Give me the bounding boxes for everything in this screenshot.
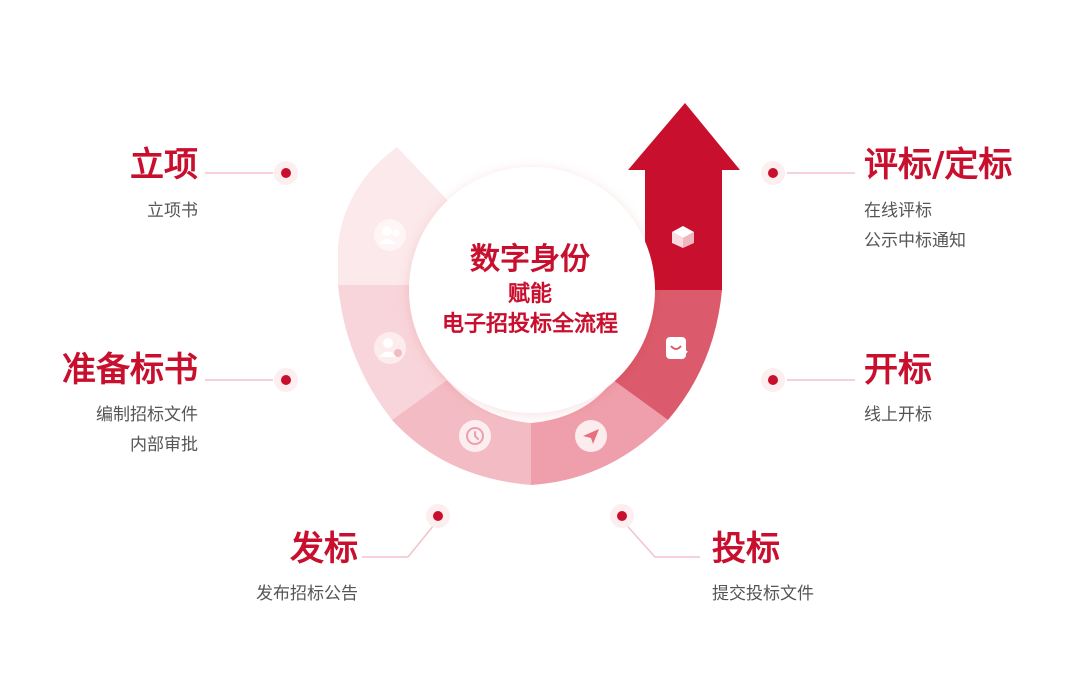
center-line-2: 赋能 [507,282,552,307]
marker-dot-kaibiao [761,368,785,392]
step-title-lixiang: 立项 [130,145,198,185]
center-line-1: 数字身份 [470,242,590,277]
step-title-pingbiao: 评标/定标 [864,145,1013,185]
step-title-toubiao: 投标 [712,529,780,569]
step-desc-lixiang-1: 立项书 [147,201,198,221]
check-bag-icon [666,337,688,360]
step-title-zhunbei: 准备标书 [62,350,198,390]
clock-icon [459,420,491,452]
segment-lixiang [338,147,452,285]
connector-fabiao [362,519,439,558]
marker-dot-toubiao [610,504,634,528]
step-desc-kaibiao-1: 线上开标 [864,405,932,425]
open-box-icon [672,226,694,248]
marker-dot-fabiao [426,504,450,528]
connector-toubiao [621,519,700,558]
step-title-kaibiao: 开标 [864,350,932,390]
step-title-fabiao: 发标 [290,529,358,569]
marker-dot-pingbiao [761,161,785,185]
center-caption: 数字身份 赋能 电子招投标全流程 [420,240,640,340]
step-desc-toubiao-1: 提交投标文件 [712,584,814,604]
marker-dot-zhunbei [274,368,298,392]
center-circle [409,167,655,413]
marker-dot-lixiang [274,161,298,185]
step-desc-zhunbei-1: 编制招标文件 [96,405,198,425]
step-desc-fabiao-1: 发布招标公告 [256,584,358,604]
segment-pingbiao-arrow [628,103,740,290]
users-icon [374,219,406,251]
user-edit-icon [374,332,406,364]
paper-plane-icon [575,420,607,452]
step-desc-zhunbei-2: 内部审批 [130,435,198,455]
center-line-3: 电子招投标全流程 [441,312,618,337]
step-desc-pingbiao-1: 在线评标 [864,201,932,221]
step-desc-pingbiao-2: 公示中标通知 [864,231,966,251]
